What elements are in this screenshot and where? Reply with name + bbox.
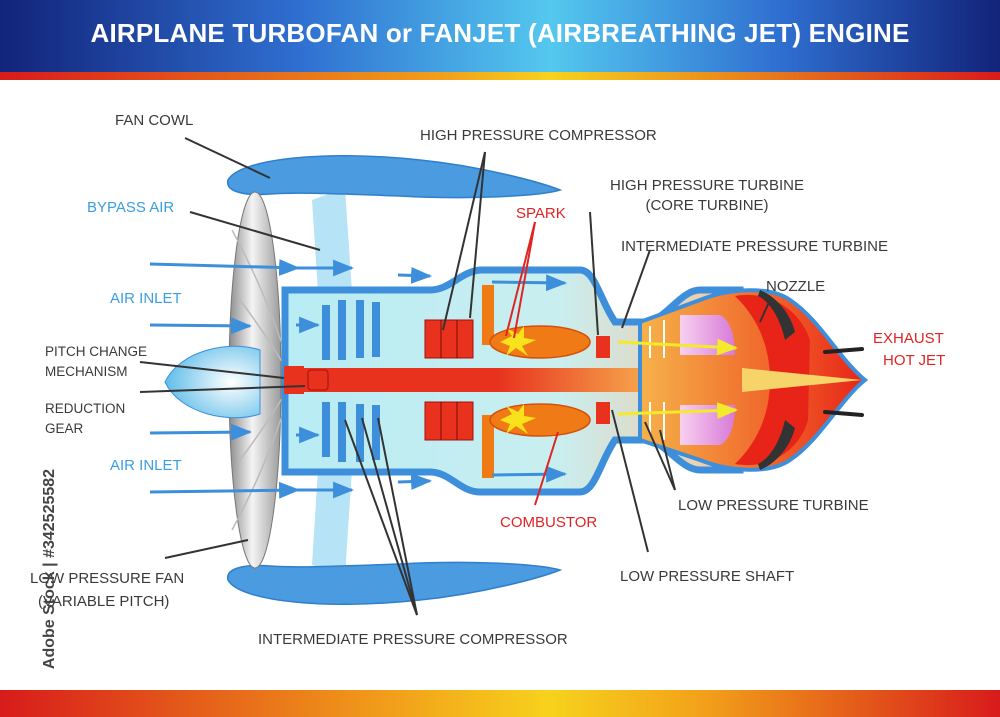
nozzle-dark-edge [758,290,795,340]
page-title: AIRPLANE TURBOFAN or FANJET (AIRBREATHIN… [90,18,910,48]
label-air-inlet-bottom: AIR INLET [110,457,182,474]
ip-turbine-blades [649,320,665,440]
spark-star-top [500,326,536,356]
fan-cowl-bottom [227,561,563,605]
intermediate-pressure-compressor [322,300,380,462]
hot-gas-arrows [617,338,739,420]
label-pitch-change-2: MECHANISM [45,364,128,379]
exhaust-jet-dashes [823,347,864,417]
hp-turbine-bottom [596,402,610,424]
label-spark: SPARK [516,205,566,222]
fan-strut-bottom [312,470,352,575]
label-pitch-change-1: PITCH CHANGE [45,344,148,359]
label-ip-turbine: INTERMEDIATE PRESSURE TURBINE [621,238,888,255]
high-pressure-compressor [424,319,474,441]
nozzle-dark-edge-bottom [758,420,795,470]
fuel-injector-bottom [482,415,508,478]
fan-blade-lines [231,229,291,531]
fan-cowl-top [227,155,563,199]
label-exhaust-1: EXHAUST [873,330,944,347]
label-lp-shaft: LOW PRESSURE SHAFT [620,568,795,585]
leader-lines [139,137,771,616]
title-banner [0,0,1000,72]
label-lp-turbine: LOW PRESSURE TURBINE [678,497,869,514]
label-bypass-air: BYPASS AIR [87,199,175,216]
label-fan-cowl: FAN COWL [115,112,194,129]
fuel-injector-top [482,285,508,345]
pitch-change-mechanism [284,366,304,394]
spark-star-bottom [500,404,536,434]
label-nozzle: NOZZLE [766,278,826,295]
label-combustor: COMBUSTOR [500,514,598,531]
label-reduction-2: GEAR [45,421,84,436]
label-air-inlet-top: AIR INLET [110,290,182,307]
stock-watermark: Adobe Stock | #342525582 [41,468,58,670]
exhaust-cone [742,368,862,392]
label-lp-fan-2: (VARIABLE PITCH) [38,593,170,610]
label-hp-turbine-1: HIGH PRESSURE TURBINE [610,177,804,194]
footer-stripe [0,690,1000,717]
reduction-gear [307,369,329,391]
fan-strut-top [312,188,352,292]
hp-turbine-top [596,336,610,358]
label-ip-compressor: INTERMEDIATE PRESSURE COMPRESSOR [258,631,568,648]
label-hp-turbine-2: (CORE TURBINE) [645,197,769,214]
label-lp-fan-1: LOW PRESSURE FAN [30,570,185,587]
title-stripe [0,72,1000,80]
label-exhaust-2: HOT JET [883,352,946,369]
label-hp-compressor: HIGH PRESSURE COMPRESSOR [420,127,657,144]
label-reduction-1: REDUCTION [45,401,126,416]
spinner-nose [164,345,261,419]
airflow-arrows [149,259,568,499]
red-leader-lines [505,221,559,506]
